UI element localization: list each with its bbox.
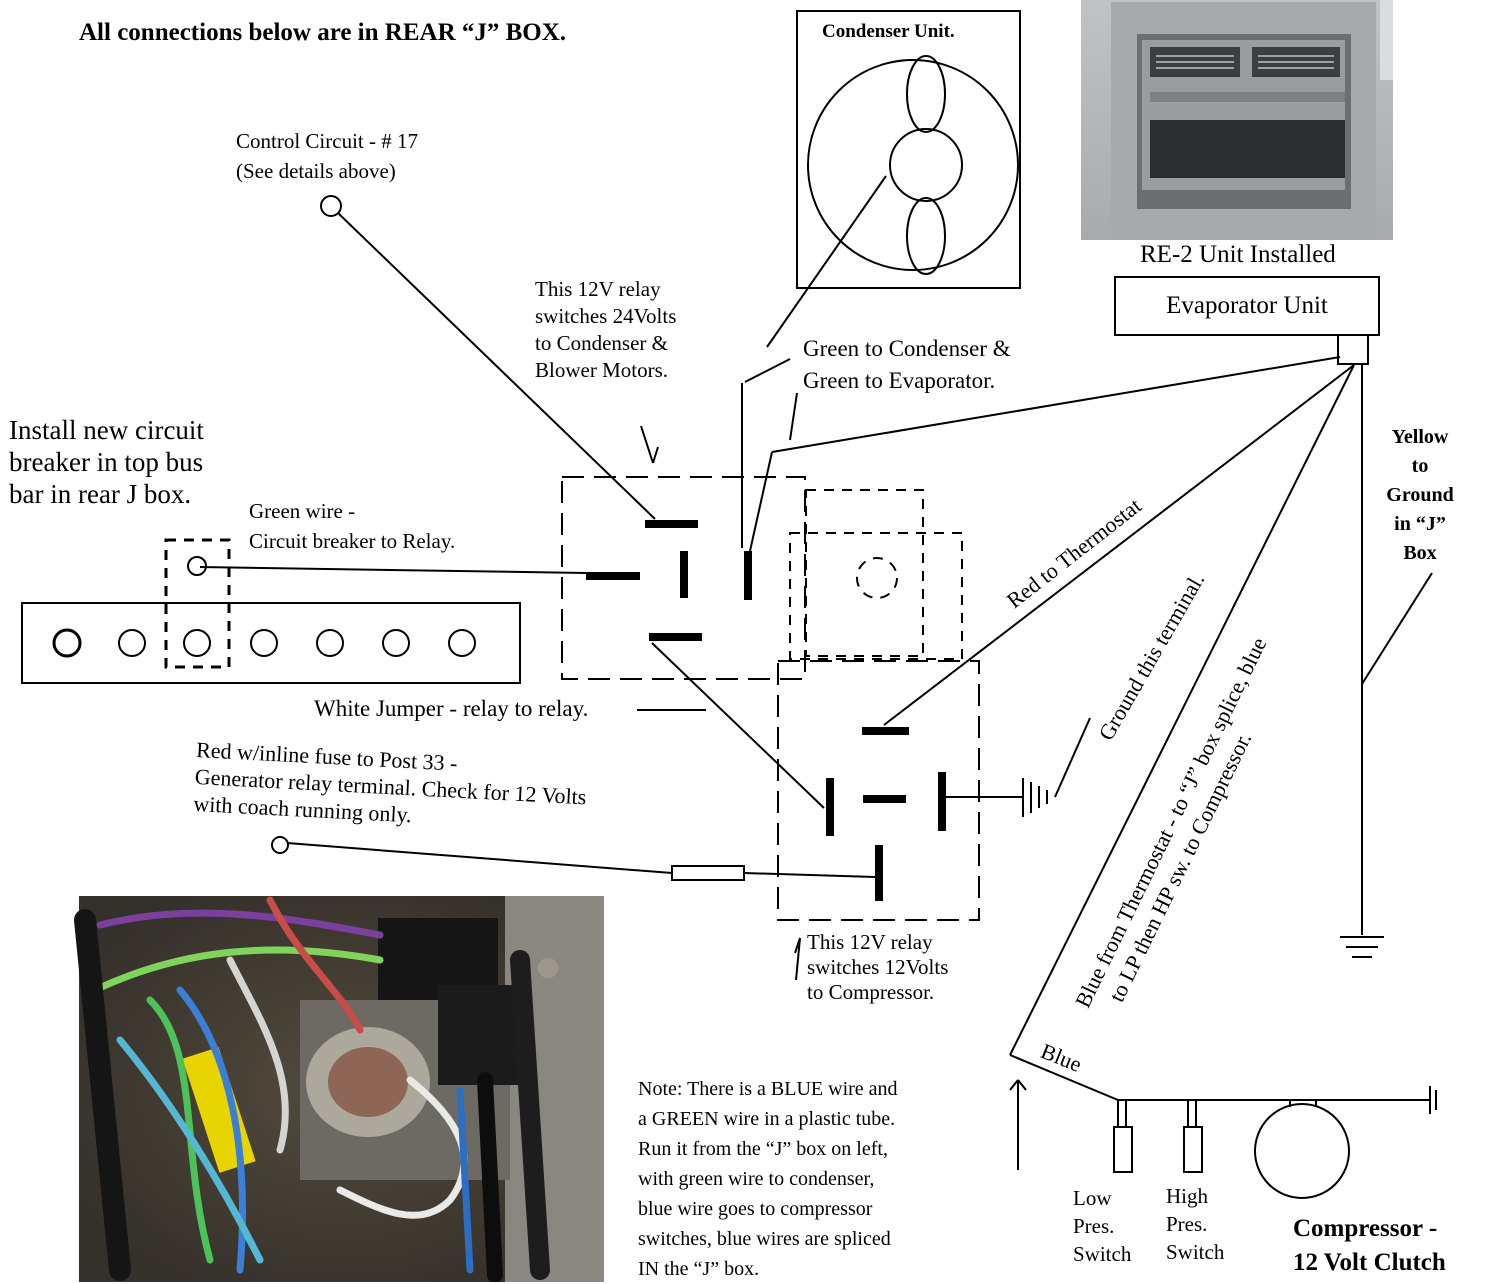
control-circuit-wire — [320, 195, 656, 520]
white-jumper-label: White Jumper - relay to relay. — [314, 696, 589, 721]
post-33-terminal — [271, 836, 289, 854]
install-breaker-label: Install new circuit breaker in top bus b… — [9, 415, 204, 509]
condenser-unit-label: Condenser Unit. — [822, 21, 955, 42]
low-pres-switch-label: Low Pres. Switch — [1073, 1186, 1132, 1266]
evaporator-unit-label: Evaporator Unit — [1166, 292, 1328, 319]
page-title: All connections below are in REAR “J” BO… — [79, 19, 567, 46]
relay-1 — [561, 476, 806, 680]
green-condenser-label: Green to Condenser & Green to Evaporator… — [803, 336, 1011, 393]
relay-wiring-photo — [74, 896, 604, 1282]
evaporator-wire — [749, 451, 773, 552]
ground-symbol-yellow — [1340, 936, 1384, 958]
compressor-label: Compressor - 12 Volt Clutch — [1293, 1215, 1446, 1276]
pointer-lines — [637, 358, 1433, 1170]
evaporator-unit-box: Evaporator Unit — [1114, 276, 1380, 336]
condenser-unit — [796, 10, 1021, 289]
evaporator-connector — [1337, 333, 1369, 365]
green-wire-label: Green wire - Circuit breaker to Relay. — [249, 499, 456, 553]
re2-unit-photo — [1081, 0, 1393, 240]
bus-bar — [21, 538, 521, 684]
relay-socket — [789, 489, 963, 660]
note-text: Note: There is a BLUE wire and a GREEN w… — [638, 1078, 898, 1280]
red-fuse-wire-b — [743, 872, 876, 878]
high-pres-switch-label: High Pres. Switch — [1166, 1184, 1225, 1264]
red-fuse-wire-a — [286, 842, 673, 874]
evaporator-wire-top — [771, 356, 1341, 453]
control-circuit-label: Control Circuit - # 17 (See details abov… — [236, 129, 418, 183]
relay2-note: This 12V relay switches 12Volts to Compr… — [807, 930, 949, 1004]
relay1-note: This 12V relay switches 24Volts to Conde… — [535, 277, 677, 382]
relay-2 — [777, 660, 980, 921]
yellow-ground-label: Yellow to Ground in “J” Box — [1386, 426, 1454, 564]
compressor-circuit — [1113, 1086, 1437, 1199]
red-to-thermostat-wire — [883, 364, 1355, 726]
inline-fuse — [671, 865, 745, 881]
white-jumper-wire — [651, 642, 825, 809]
ground-symbol-relay — [1022, 778, 1048, 817]
green-wire — [199, 566, 587, 574]
condenser-wire — [766, 175, 887, 348]
re2-installed-label: RE-2 Unit Installed — [1140, 241, 1336, 268]
blue-wire — [1009, 364, 1355, 1056]
blue-to-lp — [1009, 1054, 1119, 1101]
